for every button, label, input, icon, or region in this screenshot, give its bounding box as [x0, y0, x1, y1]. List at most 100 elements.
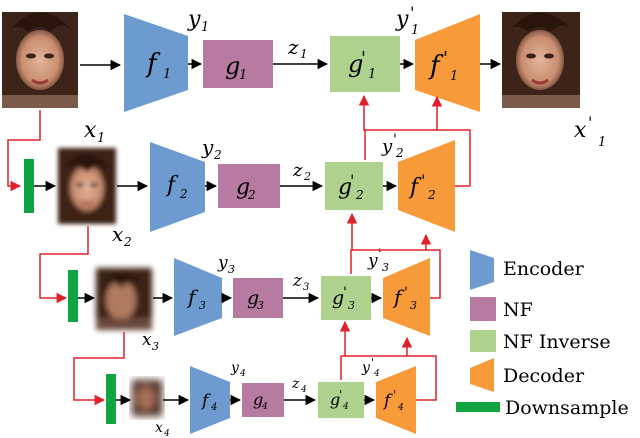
label-y1-prime: y: [395, 7, 409, 32]
svg-text:2: 2: [395, 146, 404, 160]
svg-text:3: 3: [348, 299, 355, 312]
svg-text:1: 1: [163, 67, 171, 82]
svg-text:2: 2: [355, 188, 364, 202]
svg-text:2: 2: [247, 188, 256, 202]
svg-text:3: 3: [152, 340, 159, 353]
svg-text:g: g: [225, 52, 240, 80]
label-z2: z: [292, 160, 303, 181]
encoder-f1: [124, 14, 188, 112]
downsample-2: [68, 270, 78, 322]
svg-text:3: 3: [228, 263, 235, 276]
decoder-f1: [415, 14, 480, 112]
svg-text:g: g: [348, 50, 363, 78]
label-y1: y: [187, 7, 201, 32]
svg-text:2: 2: [179, 187, 188, 201]
svg-text:1: 1: [300, 47, 308, 61]
svg-text:4: 4: [239, 369, 246, 379]
svg-text:3: 3: [382, 261, 389, 274]
svg-text:g: g: [253, 390, 263, 409]
legend-decoder-swatch: [470, 358, 494, 392]
svg-text:': ': [410, 3, 414, 22]
svg-text:2: 2: [213, 148, 222, 162]
legend-downsample-label: Downsample: [505, 397, 629, 419]
legend-nf-label: NF: [503, 299, 533, 321]
decoder-f4: [376, 366, 416, 434]
row-3: f 3 y 3 g 3 z 3 g ' 3 y ' 3 f ' 3 x 3: [39, 212, 441, 353]
svg-text:': ': [378, 247, 382, 262]
nf-g3: [233, 278, 283, 318]
label-y2-prime: y: [381, 136, 393, 157]
label-y3: y: [217, 253, 228, 273]
legend-nf-swatch: [470, 297, 496, 321]
svg-text:4: 4: [342, 402, 349, 412]
svg-text:': ': [371, 356, 374, 369]
legend-encoder-label: Encoder: [503, 258, 585, 280]
downsample-3: [106, 374, 116, 424]
svg-text:4: 4: [300, 385, 307, 395]
legend-nf-inverse-swatch: [470, 330, 496, 352]
label-y2: y: [201, 135, 214, 159]
svg-text:g: g: [247, 287, 259, 309]
label-z3: z: [292, 271, 303, 291]
downsample-1: [24, 159, 34, 213]
legend-encoder-swatch: [470, 250, 494, 290]
svg-text:': ': [350, 171, 354, 190]
svg-text:3: 3: [199, 299, 206, 312]
svg-text:': ': [393, 132, 397, 148]
nf-inverse-g2: [325, 162, 383, 210]
svg-text:1: 1: [201, 20, 209, 35]
label-y3-prime: y: [367, 251, 378, 271]
decoder-f3: [383, 258, 430, 336]
svg-text:3: 3: [303, 282, 309, 293]
svg-text:3: 3: [410, 299, 417, 312]
label-x4: x: [155, 420, 163, 436]
svg-text:4: 4: [373, 369, 380, 379]
face-image-x1: [2, 12, 78, 108]
svg-text:': ': [339, 388, 342, 402]
face-image-x3: [96, 268, 152, 330]
svg-text:1: 1: [450, 69, 458, 84]
label-x1-prime: x: [574, 118, 587, 143]
svg-text:g: g: [236, 175, 250, 200]
nf-inverse-g1: [330, 36, 400, 92]
row-4: f 4 y 4 g 4 z 4 g ' 4 y ' 4 f ' 4 x 4: [73, 320, 437, 438]
svg-text:4: 4: [261, 402, 268, 412]
svg-text:4: 4: [163, 429, 170, 438]
svg-text:2: 2: [123, 235, 132, 249]
svg-text:1: 1: [239, 68, 247, 83]
svg-text:': ': [421, 171, 425, 190]
nf-g1: [203, 40, 273, 88]
legend-nf-inverse-label: NF Inverse: [503, 331, 611, 353]
nf-g4: [242, 383, 284, 417]
svg-text:': ': [404, 285, 408, 301]
svg-text:1: 1: [97, 131, 105, 146]
svg-text:f: f: [200, 391, 211, 411]
face-image-x1-reconstructed: [502, 12, 580, 108]
svg-text:': ': [343, 285, 347, 301]
svg-text:4: 4: [397, 403, 404, 413]
svg-text:3: 3: [257, 299, 264, 312]
decoder-f2: [398, 140, 455, 232]
encoder-f4: [190, 366, 230, 434]
svg-text:1: 1: [368, 67, 376, 82]
svg-text:4: 4: [210, 402, 217, 413]
label-z4: z: [291, 376, 300, 392]
svg-text:g: g: [338, 175, 352, 200]
face-image-x2: [58, 148, 116, 224]
encoder-f2: [150, 142, 205, 232]
svg-text:': ': [393, 388, 396, 402]
nf-inverse-g3: [321, 276, 371, 320]
label-x3: x: [142, 330, 152, 350]
label-x2: x: [112, 222, 123, 246]
nf-g2: [218, 164, 280, 208]
svg-text:': ': [588, 113, 592, 132]
legend-downsample-swatch: [456, 402, 500, 412]
encoder-f3: [174, 258, 222, 336]
legend: Encoder NF NF Inverse Decoder Downsample: [456, 250, 629, 419]
svg-text:g: g: [332, 287, 344, 309]
row-1: f 1 y 1 g 1 z 1 g ' 1 y ' 1 f ' 1 x 1 x …: [80, 3, 606, 150]
row-2: f 2 y 2 g 2 z 2 g ' 2 y ' 2 f ' 2 x 2: [7, 94, 471, 249]
label-z1: z: [287, 35, 299, 59]
